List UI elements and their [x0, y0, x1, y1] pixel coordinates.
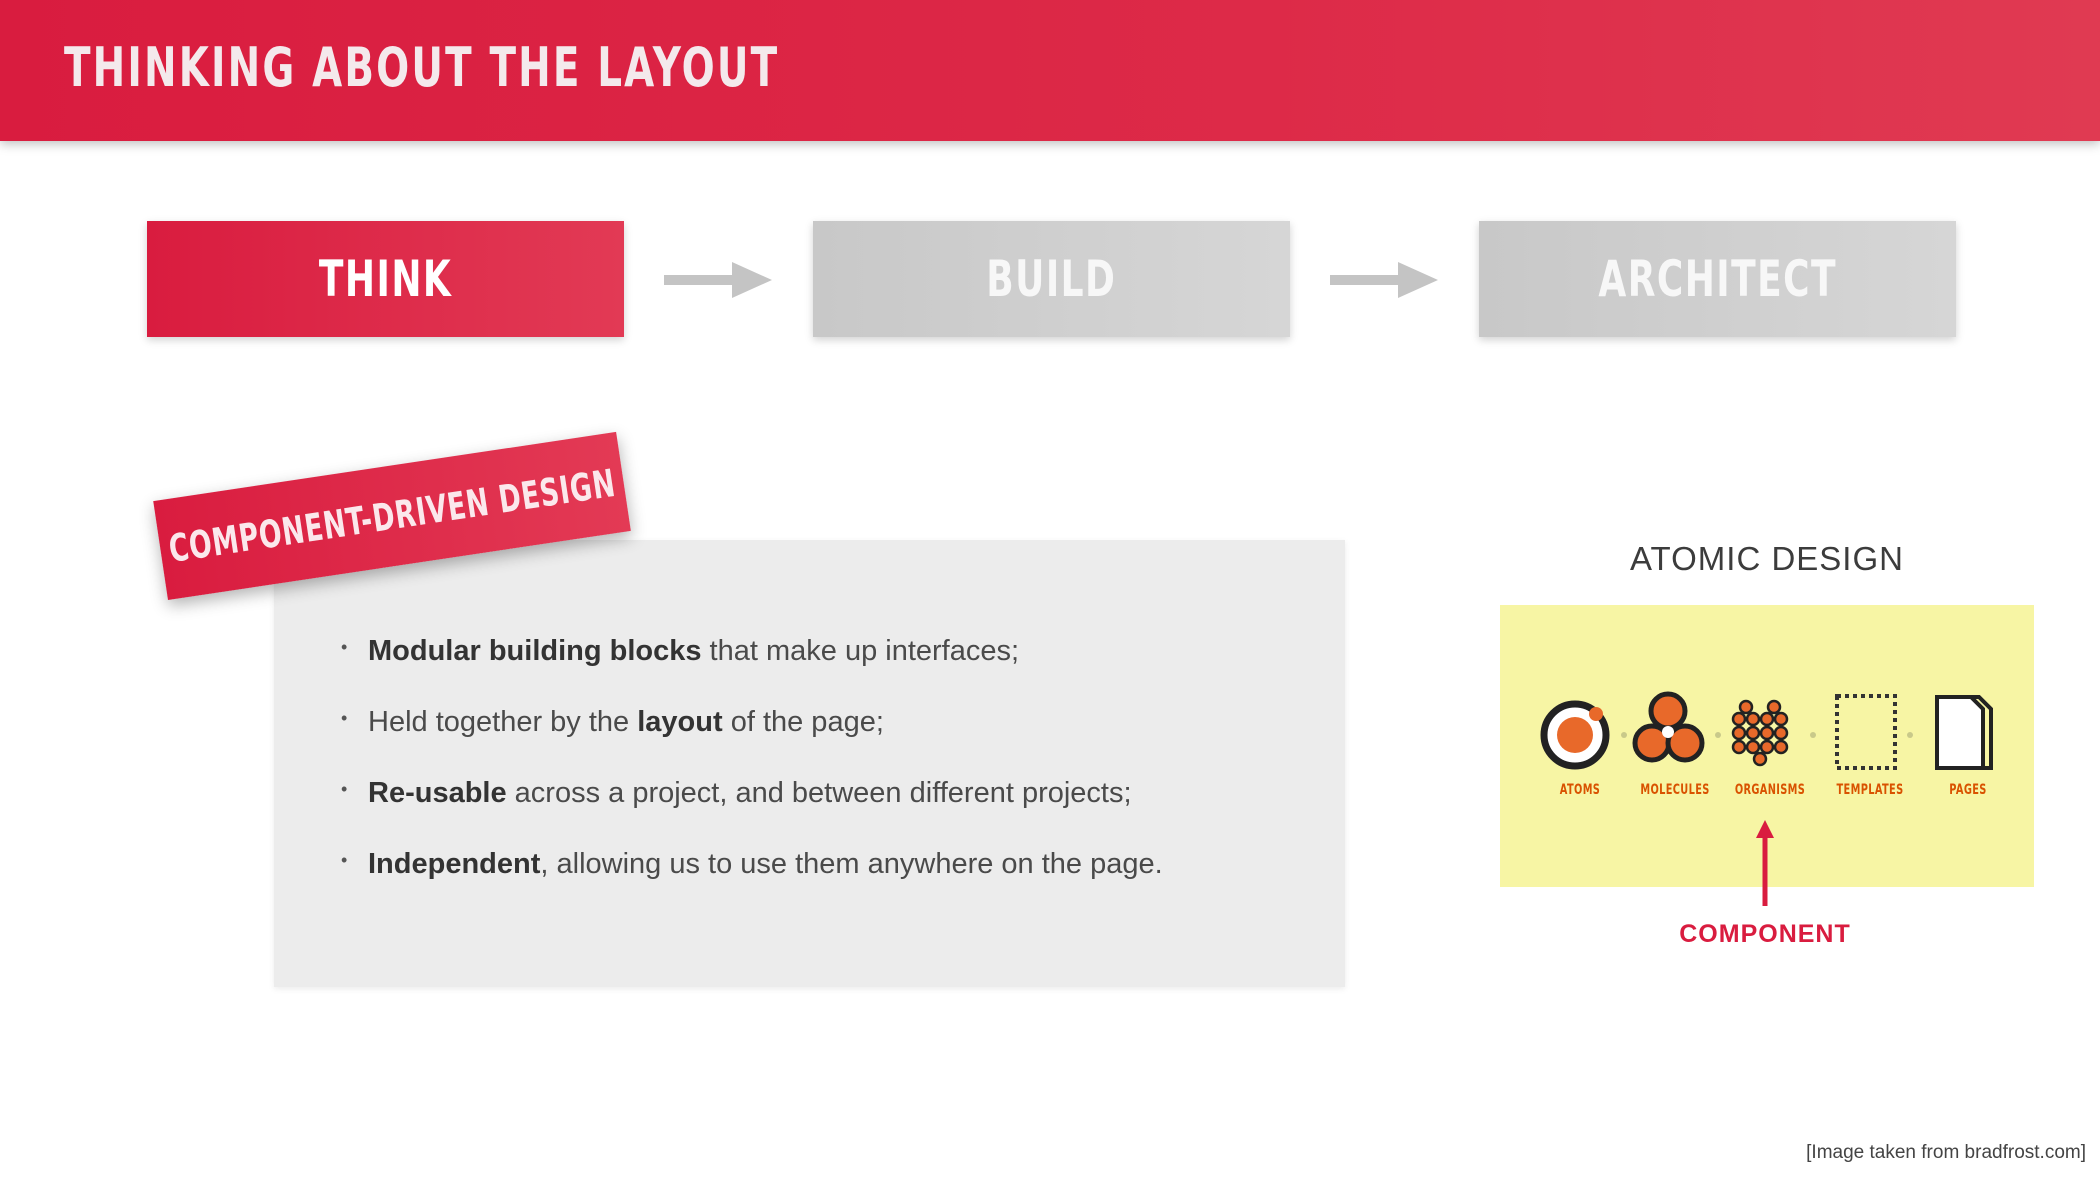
atomic-item-organisms: ORGANISMS: [1725, 685, 1815, 805]
atomic-item-molecules: MOLECULES: [1630, 685, 1720, 805]
atomic-design-title: ATOMIC DESIGN: [1630, 540, 1904, 577]
step-build: BUILD: [813, 221, 1290, 337]
step-think: THINK: [147, 221, 624, 337]
bullet-item: Re-usable across a project, and between …: [341, 777, 1163, 848]
page-label: PAGES: [1949, 782, 1987, 798]
organism-icon: [1731, 699, 1789, 767]
atomic-design-panel: ATOMS MOLECULES ORGANISMS TEMPLATES: [1500, 605, 2034, 887]
connector-dot: [1810, 732, 1816, 738]
connector-dot: [1907, 732, 1913, 738]
arrow-right-icon: [1330, 262, 1438, 298]
bullet-bold: layout: [637, 706, 723, 738]
organism-label: ORGANISMS: [1734, 782, 1806, 798]
bullet-item: Independent, allowing us to use them any…: [341, 848, 1163, 919]
bullet-text: across a project, and between different …: [506, 777, 1132, 809]
bullet-list: Modular building blocks that make up int…: [341, 635, 1163, 919]
page-icon: [1935, 695, 1993, 770]
bullet-bold: Modular building blocks: [368, 635, 702, 667]
template-icon: [1835, 694, 1897, 770]
atom-icon: [1540, 700, 1610, 770]
bullet-text: that make up interfaces;: [701, 635, 1020, 667]
bullet-text: of the page;: [722, 706, 884, 738]
template-label: TEMPLATES: [1836, 782, 1904, 798]
bullet-text: , allowing us to use them anywhere on th…: [540, 848, 1163, 880]
bullet-bold: Re-usable: [368, 777, 507, 809]
bullet-item: Held together by the layout of the page;: [341, 706, 1163, 777]
atomic-item-pages: PAGES: [1923, 685, 2013, 805]
atomic-item-atoms: ATOMS: [1535, 685, 1625, 805]
molecule-label: MOLECULES: [1640, 782, 1710, 798]
molecule-icon: [1632, 691, 1705, 763]
bullet-item: Modular building blocks that make up int…: [341, 635, 1163, 706]
bullet-text: Held together by the: [368, 706, 638, 738]
arrow-up-icon: [1756, 820, 1774, 906]
step-architect-label: ARCHITECT: [1598, 250, 1837, 308]
component-label: COMPONENT: [1679, 920, 1851, 948]
bullet-bold: Independent: [368, 848, 541, 880]
connector-dot: [1715, 732, 1721, 738]
page-title: THINKING ABOUT THE LAYOUT: [64, 36, 780, 99]
arrow-right-icon: [664, 262, 772, 298]
connector-dot: [1621, 732, 1627, 738]
step-build-label: BUILD: [986, 250, 1117, 308]
image-credit: [Image taken from bradfrost.com]: [1806, 1142, 2086, 1163]
step-think-label: THINK: [318, 250, 453, 308]
header-bar: THINKING ABOUT THE LAYOUT: [0, 0, 2100, 141]
atomic-item-templates: TEMPLATES: [1825, 685, 1915, 805]
atom-label: ATOMS: [1559, 782, 1601, 798]
step-architect: ARCHITECT: [1479, 221, 1956, 337]
